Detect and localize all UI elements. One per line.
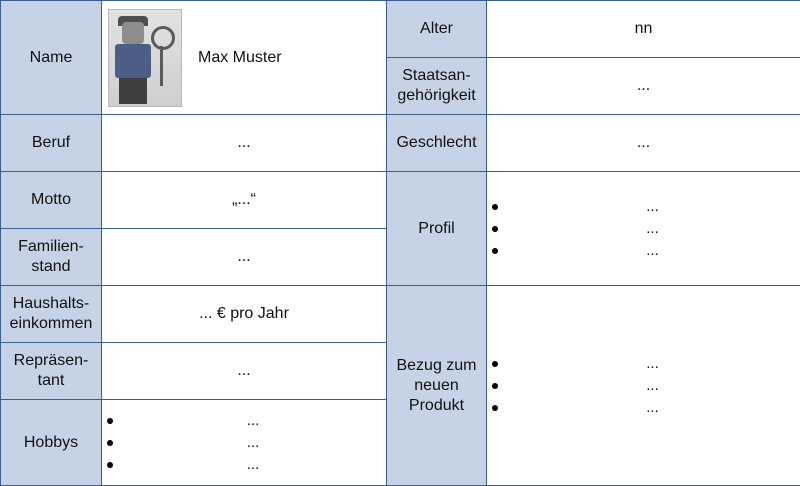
- age-value: nn: [486, 0, 800, 58]
- rep-value: ...: [101, 342, 387, 400]
- motto-label: Motto: [0, 171, 102, 229]
- name-cell: Max Muster: [101, 0, 387, 115]
- hobby-item: ...: [104, 432, 384, 454]
- marital-value: ...: [101, 228, 387, 286]
- nationality-value: ...: [486, 57, 800, 115]
- rep-label: Repräsen- tant: [0, 342, 102, 400]
- relation-item: ...: [489, 375, 798, 397]
- profile-item: ...: [489, 218, 798, 240]
- nationality-label: Staatsan- gehörigkeit: [386, 57, 487, 115]
- hobby-item: ...: [104, 410, 384, 432]
- profile-list-cell: ... ... ...: [486, 171, 800, 286]
- profile-label: Profil: [386, 171, 487, 286]
- hobby-item: ...: [104, 454, 384, 476]
- profile-item: ...: [489, 240, 798, 262]
- gender-label: Geschlecht: [386, 114, 487, 172]
- profile-list: ... ... ...: [489, 196, 798, 262]
- motto-value: „...“: [101, 171, 387, 229]
- job-value: ...: [101, 114, 387, 172]
- relation-list-cell: ... ... ...: [486, 285, 800, 486]
- relation-item: ...: [489, 353, 798, 375]
- age-label: Alter: [386, 0, 487, 58]
- income-label: Haushalts- einkommen: [0, 285, 102, 343]
- hobbies-list: ... ... ...: [104, 410, 384, 476]
- hobbies-label: Hobbys: [0, 399, 102, 486]
- profile-item: ...: [489, 196, 798, 218]
- hobbies-list-cell: ... ... ...: [101, 399, 387, 486]
- relation-label: Bezug zum neuen Produkt: [386, 285, 487, 486]
- relation-list: ... ... ...: [489, 353, 798, 419]
- persona-photo: [108, 8, 182, 107]
- job-label: Beruf: [0, 114, 102, 172]
- marital-label: Familien- stand: [0, 228, 102, 286]
- gender-value: ...: [486, 114, 800, 172]
- income-value: ... € pro Jahr: [101, 285, 387, 343]
- name-label: Name: [0, 0, 102, 115]
- name-value: Max Muster: [198, 48, 282, 66]
- relation-item: ...: [489, 397, 798, 419]
